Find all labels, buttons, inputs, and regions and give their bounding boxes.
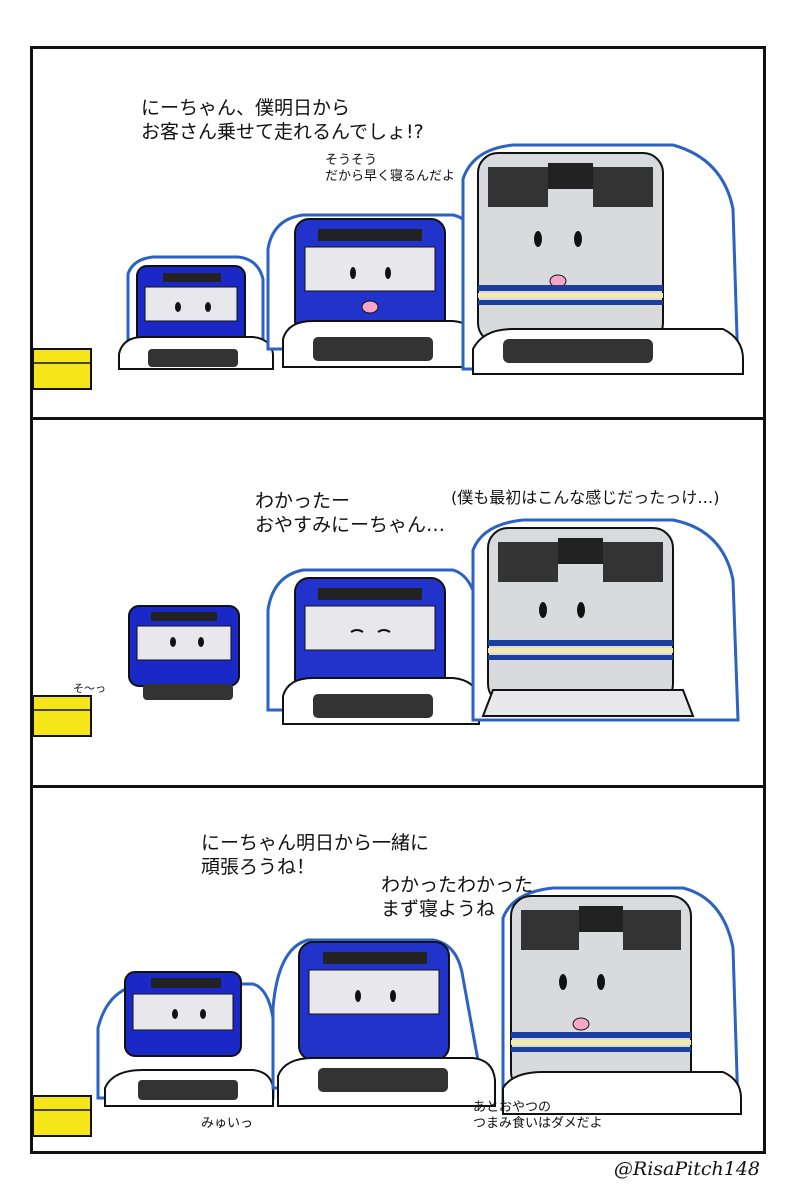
middle-train-character	[271, 938, 496, 1107]
small-train-character	[128, 605, 240, 700]
middle-train-character	[266, 568, 480, 725]
lunchbox-icon	[33, 695, 92, 737]
thought-big-train: (僕も最初はこんな感じだったっけ…)	[451, 488, 720, 507]
speech-small-train: にーちゃん明日から一緒に 頑張ろうね！	[201, 832, 430, 878]
comic-panel-3: にーちゃん明日から一緒に 頑張ろうね！ わかったわかった まず寝ようね みゅいっ…	[30, 788, 766, 1154]
speech-big-train-warning: あとおやつの つまみ食いはダメだよ	[473, 1100, 603, 1132]
comic-panel-2: わかったー おやすみにーちゃん… (僕も最初はこんな感じだったっけ…) そ〜っ	[30, 420, 766, 788]
panel-3-illustration	[33, 886, 742, 1137]
big-train-character	[461, 143, 744, 375]
big-train-character	[501, 886, 742, 1115]
speech-big-train: そうそう だから早く寝るんだよ	[325, 153, 456, 185]
comic-panel-1: にーちゃん、僕明日から お客さん乗せて走れるんでしょ!? そうそう だから早く寝…	[30, 46, 766, 420]
lunchbox-icon	[33, 1095, 92, 1137]
artist-credit: @RisaPitch148	[613, 1158, 760, 1180]
panel-1-illustration	[33, 143, 744, 390]
speech-small-train: にーちゃん、僕明日から お客さん乗せて走れるんでしょ!?	[141, 97, 424, 143]
panel-2-illustration	[33, 518, 740, 737]
small-train-character	[118, 255, 274, 370]
speech-small-train: わかったー おやすみにーちゃん…	[255, 490, 446, 536]
small-train-character	[96, 971, 275, 1107]
lunchbox-icon	[33, 348, 92, 390]
middle-train-character	[266, 213, 480, 368]
sound-effect: そ〜っ	[73, 682, 106, 695]
big-train-character	[471, 518, 740, 722]
speech-big-train: わかったわかった まず寝ようね	[381, 874, 534, 920]
speech-small-train-sleepy: みゅいっ	[201, 1116, 254, 1131]
